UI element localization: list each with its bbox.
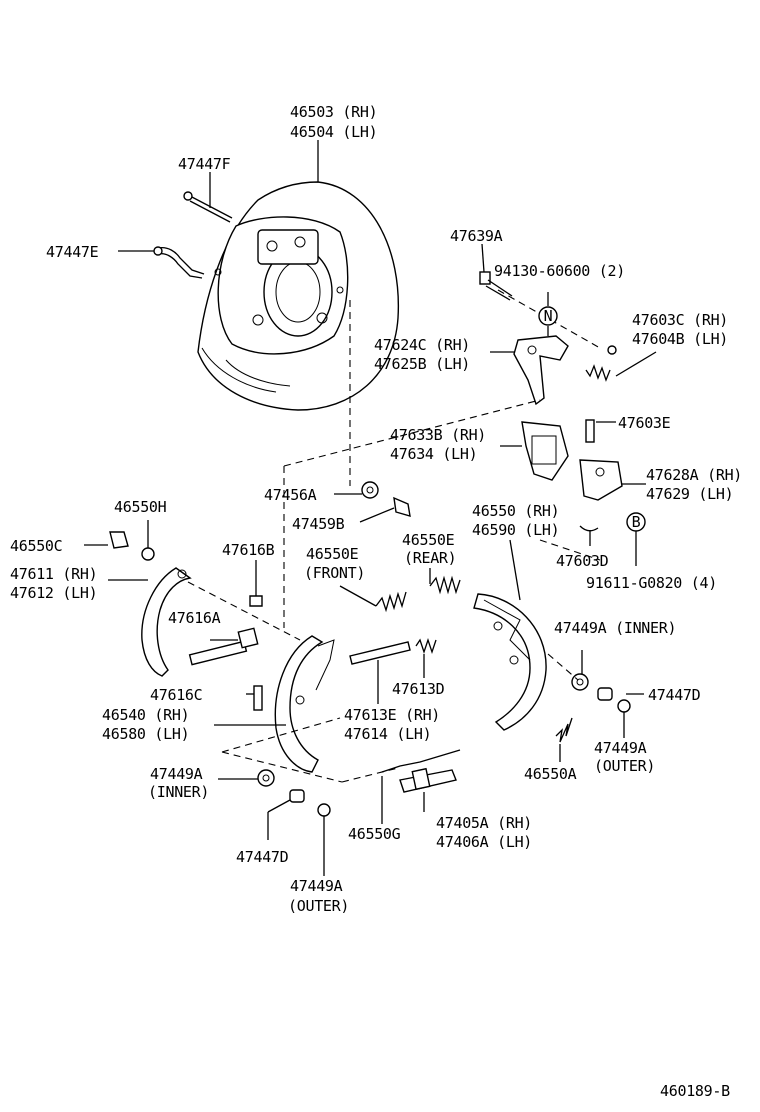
label-outer-left: (OUTER) xyxy=(288,897,349,915)
label-46550G: 46550G xyxy=(348,825,401,843)
label-47406A: 47406A (LH) xyxy=(436,833,532,851)
plug-47459B xyxy=(393,496,411,517)
label-47611: 47611 (RH) xyxy=(10,565,97,583)
adjuster-47616A xyxy=(188,627,259,666)
label-46550E-front: 46550E xyxy=(306,545,359,563)
label-47456A: 47456A xyxy=(264,486,317,504)
strut-47613E xyxy=(349,641,411,665)
cup-47449A-outer-left xyxy=(317,803,331,817)
cable-hanger-47447E xyxy=(153,246,205,279)
marker-B: B xyxy=(626,512,646,532)
label-46503: 46503 (RH) xyxy=(290,103,377,121)
label-47616A: 47616A xyxy=(168,609,221,627)
label-46590: 46590 (LH) xyxy=(472,521,559,539)
bolt-47447F xyxy=(183,191,233,223)
label-47447D-left: 47447D xyxy=(236,848,289,866)
label-47447E: 47447E xyxy=(46,243,99,261)
strut-47633B xyxy=(521,421,569,481)
spring-47447D-left xyxy=(289,789,305,803)
marker-N-text: N xyxy=(544,307,553,325)
label-47616C: 47616C xyxy=(150,686,202,704)
shoe-46540 xyxy=(274,635,335,773)
pin-47603E xyxy=(585,419,595,443)
label-91611: 91611-G0820 (4) xyxy=(586,574,717,592)
clip-46550C xyxy=(109,531,129,549)
label-47603D: 47603D xyxy=(556,552,609,570)
label-47449A-outer-right: 47449A xyxy=(594,739,647,757)
label-47624C: 47624C (RH) xyxy=(374,336,470,354)
cup-47449A-outer-right xyxy=(617,699,631,713)
backing-plate xyxy=(197,181,400,411)
adjuster-47405A xyxy=(399,767,457,793)
label-47603C: 47603C (RH) xyxy=(632,311,728,329)
label-47449A-inner-right: 47449A (INNER) xyxy=(554,619,676,637)
marker-N: N xyxy=(538,306,558,326)
spring-47447D-right xyxy=(597,687,613,701)
label-47603E: 47603E xyxy=(618,414,671,432)
label-47447D-right: 47447D xyxy=(648,686,701,704)
label-outer-right: (OUTER) xyxy=(594,757,655,775)
washer-47456A xyxy=(361,481,379,499)
label-47633B: 47633B (RH) xyxy=(390,426,486,444)
label-94130: 94130-60600 (2) xyxy=(494,262,625,280)
label-47612: 47612 (LH) xyxy=(10,584,97,602)
label-47459B: 47459B xyxy=(292,515,345,533)
label-47405A: 47405A (RH) xyxy=(436,814,532,832)
spring-46550G xyxy=(381,749,461,773)
label-47629: 47629 (LH) xyxy=(646,485,733,503)
spring-46550E-front xyxy=(375,591,407,613)
label-47604B: 47604B (LH) xyxy=(632,330,728,348)
label-47614: 47614 (LH) xyxy=(344,725,431,743)
diagram-code: 460189-B xyxy=(660,1082,730,1100)
label-46550C: 46550C xyxy=(10,537,62,555)
clip-47616B xyxy=(249,595,263,607)
label-46550H: 46550H xyxy=(114,498,167,516)
lever-47611 xyxy=(141,567,192,677)
label-front: (FRONT) xyxy=(304,564,365,582)
spring-47613D xyxy=(415,637,437,655)
label-46550: 46550 (RH) xyxy=(472,502,559,520)
label-47625B: 47625B (LH) xyxy=(374,355,470,373)
pin-47616C xyxy=(253,685,263,711)
label-46550A: 46550A xyxy=(524,765,577,783)
pin-47449A-inner-left xyxy=(257,769,275,787)
clip-47603D xyxy=(579,525,599,532)
label-47628A: 47628A (RH) xyxy=(646,466,742,484)
pin-47449A-inner-right xyxy=(571,673,589,691)
label-47616B: 47616B xyxy=(222,541,275,559)
part-labels: 46503 (RH) 46504 (LH) 47447F 47447E 4763… xyxy=(10,103,742,1100)
leader-lines xyxy=(84,140,657,876)
label-47634: 47634 (LH) xyxy=(390,445,477,463)
label-47449A-outer-left: 47449A xyxy=(290,877,343,895)
label-46504: 46504 (LH) xyxy=(290,123,377,141)
spring-47603C xyxy=(585,345,617,382)
label-46580: 46580 (LH) xyxy=(102,725,189,743)
label-46540: 46540 (RH) xyxy=(102,706,189,724)
label-47449A-inner-left: 47449A xyxy=(150,765,203,783)
washer-46550H xyxy=(141,547,155,561)
bolt-47639A xyxy=(479,271,513,301)
spring-46550A xyxy=(555,717,573,743)
label-inner-left: (INNER) xyxy=(148,783,209,801)
marker-B-text: B xyxy=(632,513,641,531)
label-47613E: 47613E (RH) xyxy=(344,706,440,724)
assembly-lines xyxy=(187,289,601,783)
label-47447F: 47447F xyxy=(178,155,231,173)
spring-46550E-rear xyxy=(429,575,461,595)
label-rear: (REAR) xyxy=(404,549,456,567)
label-46550E-rear: 46550E xyxy=(402,531,455,549)
shoe-46550 xyxy=(473,593,547,731)
bracket-47628A xyxy=(579,459,623,501)
label-47639A: 47639A xyxy=(450,227,503,245)
label-47613D: 47613D xyxy=(392,680,445,698)
lever-bracket-47624C xyxy=(513,335,569,406)
